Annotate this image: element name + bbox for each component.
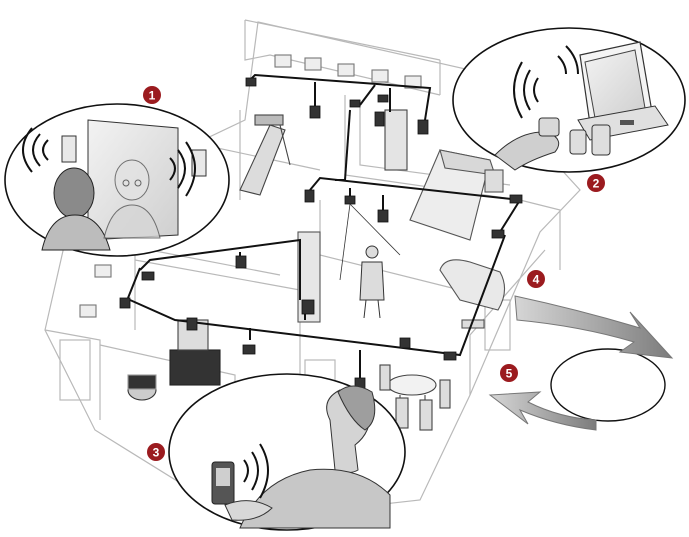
callout-badge-3: 3 [147,443,165,461]
camera-icon [245,77,257,87]
callout-bubble-3 [168,373,406,531]
woman-back-icon [41,167,111,251]
callout-badge-2: 2 [587,174,605,192]
treadmill-icon [239,114,291,196]
woman-profile-icon [239,385,391,529]
callout-badge-1: 1 [143,86,161,104]
callout-bubble-1 [4,103,230,257]
sensor-icon [235,255,247,269]
badge-number: 3 [153,446,160,460]
sensor-icon [301,299,315,315]
camera-icon [491,229,505,239]
camera-icon [141,271,155,281]
hand-holding-bottle-icon [494,117,560,171]
callout-badge-4: 4 [527,270,545,288]
bed-icon [409,149,504,241]
callout-badge-5: 5 [500,364,518,382]
sensor-icon [377,209,389,223]
sound-wave-icon [243,443,269,499]
sensor-icon [186,317,198,331]
camera-icon [242,344,256,355]
medication-kiosk-icon [577,41,669,141]
camera-icon [119,297,131,309]
cycle-arrow-lower [488,391,597,431]
badge-number: 2 [593,177,600,191]
cycle-arrow-upper [514,295,674,359]
sensor-icon [309,105,321,119]
sensors [119,77,523,391]
computer-row [79,54,422,318]
sensor-icon [399,337,411,349]
badge-number: 5 [506,367,513,381]
badge-number: 4 [533,273,540,287]
callout-bubble-2 [452,27,686,173]
camera-icon [344,195,356,205]
cycle-diagram [488,295,674,431]
sound-wave-icon [22,127,196,197]
toilet-icon [127,374,157,401]
camera-icon [509,194,523,204]
wall-mirror-icon [297,231,321,323]
woman-reflection-icon [103,159,161,239]
camera-icon [349,99,361,108]
camera-view-lines [339,203,401,281]
wall-panel-icon [384,109,408,171]
sound-wave-icon [513,45,579,119]
handheld-device-icon [211,461,273,521]
sensor-icon [417,119,429,135]
badge-number: 1 [149,89,156,103]
sensor-icon [304,189,315,203]
sofa-icon [439,259,506,329]
camera-icon [377,94,389,103]
dining-table-icon [379,364,451,431]
standing-person-icon [359,245,385,319]
camera-icon [443,351,457,361]
pill-bottles-icon [569,124,611,156]
sensor-icon [374,111,385,127]
cycle-center-ellipse [550,348,666,422]
